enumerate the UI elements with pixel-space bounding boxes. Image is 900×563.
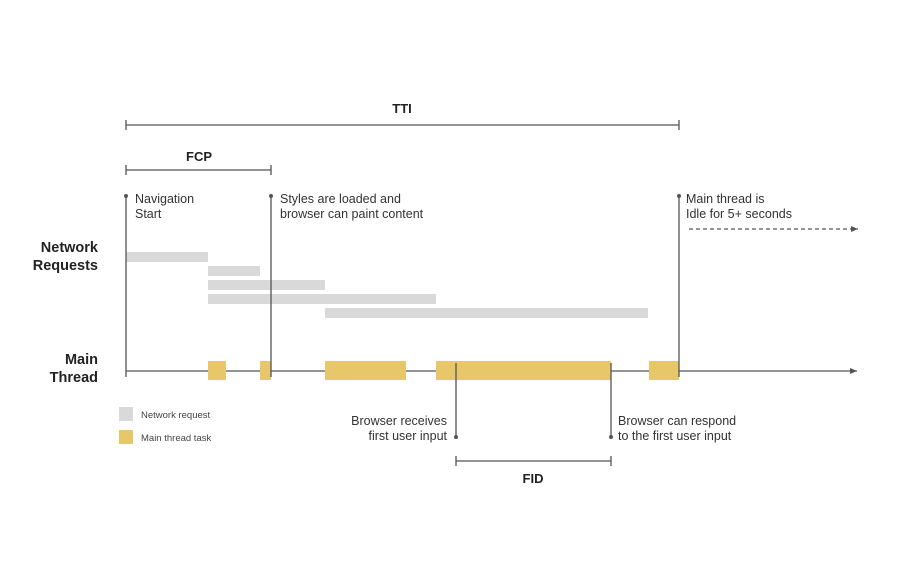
tti-label: TTI: [392, 101, 412, 116]
network-request-bar: [126, 252, 208, 262]
input-response-annotation-line1: Browser can respond: [618, 414, 736, 428]
main-thread-task-bar: [208, 361, 226, 380]
styles-loaded-annotation-line1: Styles are loaded and: [280, 192, 401, 206]
idle-annotation-line1: Main thread is: [686, 192, 765, 206]
main-thread-task-bar: [325, 361, 406, 380]
network-request-bar: [325, 308, 648, 318]
input-response-annotation-line2: to the first user input: [618, 429, 732, 443]
fcp-bracket: [125, 165, 272, 175]
legend-network-swatch: [119, 407, 133, 421]
main-thread-task-bar: [649, 361, 679, 380]
tti-marker: [677, 194, 681, 377]
legend-main-label: Main thread task: [141, 433, 211, 444]
main-thread-task-bar: [260, 361, 271, 380]
network-request-bar: [208, 294, 436, 304]
navigation-start-annotation-line2: Start: [135, 207, 162, 221]
legend: Network request Main thread task: [119, 407, 211, 444]
network-requests-row-label-line2: Requests: [33, 258, 98, 274]
first-input-annotation-line2: first user input: [368, 429, 447, 443]
fid-bracket: [455, 456, 612, 466]
main-thread-task-bar: [436, 361, 456, 380]
network-requests-row-label-line1: Network: [41, 240, 99, 256]
legend-network-label: Network request: [141, 410, 211, 421]
legend-main-swatch: [119, 430, 133, 444]
styles-loaded-annotation-line2: browser can paint content: [280, 207, 424, 221]
main-thread-row-label-line2: Thread: [50, 370, 98, 386]
main-thread-task-bars: [208, 361, 679, 380]
fcp-label: FCP: [186, 149, 212, 164]
navigation-start-marker: [124, 194, 128, 377]
navigation-start-annotation-line1: Navigation: [135, 192, 194, 206]
network-request-bars: [126, 252, 648, 318]
fid-label: FID: [523, 471, 544, 486]
first-input-marker: [454, 363, 458, 439]
input-response-marker: [609, 363, 613, 439]
first-input-annotation-line1: Browser receives: [351, 414, 447, 428]
network-request-bar: [208, 280, 325, 290]
tti-bracket: [125, 120, 680, 130]
main-thread-task-bar: [456, 361, 611, 380]
main-thread-row-label-line1: Main: [65, 352, 98, 368]
network-request-bar: [208, 266, 260, 276]
idle-annotation-line2: Idle for 5+ seconds: [686, 207, 792, 221]
fcp-marker: [269, 194, 273, 377]
